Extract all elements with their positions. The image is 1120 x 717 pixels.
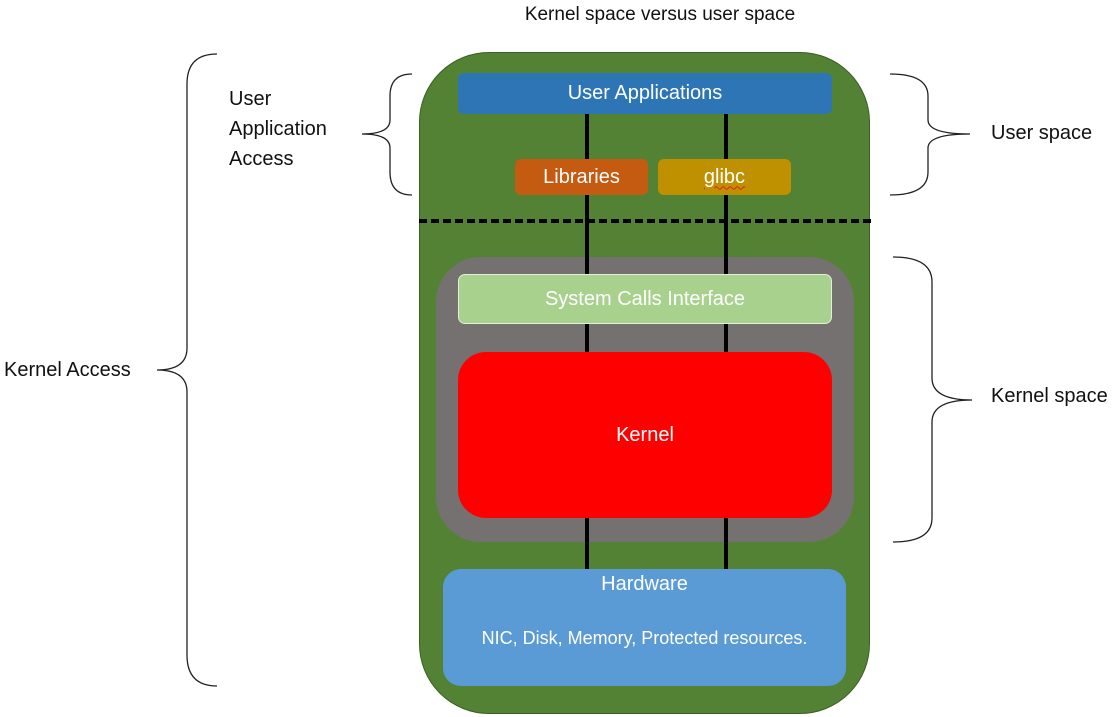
hardware-title: Hardware [601, 573, 688, 595]
system-calls-interface-label: System Calls Interface [544, 287, 746, 310]
libraries-block: Libraries [515, 159, 648, 195]
user-kernel-boundary [419, 219, 871, 223]
label-application-line: Application [229, 118, 327, 140]
user-applications-block: User Applications [458, 73, 832, 114]
glibc-label: glibc [703, 165, 746, 188]
label-access-line: Access [229, 148, 294, 170]
hardware-detail: NIC, Disk, Memory, Protected resources. [481, 628, 808, 648]
kernel-block: Kernel [458, 352, 832, 518]
libraries-label: Libraries [543, 165, 620, 188]
label-user-application-access: User Application Access [229, 84, 327, 174]
label-user-line: User [229, 88, 272, 110]
label-user-space: User space [991, 122, 1093, 144]
user-applications-label: User Applications [567, 82, 723, 104]
brace-user-application-access [361, 73, 413, 196]
connector-left [585, 114, 589, 569]
diagram-title: Kernel space versus user space [524, 4, 796, 25]
glibc-block: glibc [658, 159, 791, 195]
brace-kernel-space [892, 256, 973, 543]
label-kernel-space: Kernel space [991, 385, 1108, 407]
system-calls-interface-block: System Calls Interface [458, 274, 832, 324]
brace-kernel-access [156, 53, 218, 687]
label-kernel-access: Kernel Access [4, 359, 131, 381]
brace-user-space [889, 73, 971, 196]
connector-right [724, 114, 728, 569]
kernel-label: Kernel [616, 423, 674, 446]
hardware-block: Hardware NIC, Disk, Memory, Protected re… [443, 569, 846, 686]
